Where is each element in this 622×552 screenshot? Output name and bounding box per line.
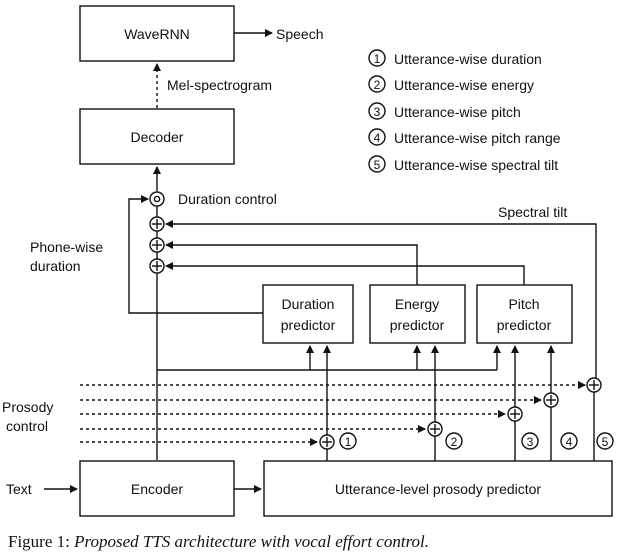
figure-caption: Figure 1: Proposed TTS architecture with… [8, 531, 618, 552]
legend-item-1: 1 Utterance-wise duration [368, 49, 542, 67]
duration-multiply-operator [149, 191, 165, 207]
circled-number-5: 5 [596, 432, 614, 450]
svg-text:Utterance-wise pitch: Utterance-wise pitch [394, 104, 521, 120]
svg-text:2: 2 [374, 78, 381, 92]
svg-text:5: 5 [602, 435, 609, 449]
energy-predictor-label-2: predictor [390, 317, 445, 333]
decoder-block: Decoder [79, 108, 235, 165]
spectral-tilt-label: Spectral tilt [498, 204, 567, 220]
svg-text:1: 1 [374, 52, 381, 66]
svg-text:Utterance-wise duration: Utterance-wise duration [394, 51, 542, 67]
decoder-label: Decoder [131, 129, 184, 145]
energy-feedback-path [165, 241, 418, 285]
pitch-predictor-label-1: Pitch [508, 296, 539, 312]
utterance-predictor-block: Utterance-level prosody predictor [263, 460, 613, 517]
energy-add-operator [149, 237, 165, 253]
duration-predictor-label-1: Duration [282, 296, 335, 312]
caption-prefix: Figure 1: [8, 532, 75, 551]
utterance-spectral-tilt-add-operator [586, 377, 602, 393]
circled-number-1: 1 [339, 432, 357, 450]
svg-text:2: 2 [451, 435, 458, 449]
prosody-control-label-1: Prosody [2, 399, 53, 415]
encoder-block: Encoder [79, 460, 235, 517]
mel-label: Mel-spectrogram [167, 77, 272, 93]
utterance-energy-add-operator [427, 421, 443, 437]
text-input-label: Text [6, 481, 32, 497]
utterance-pitch-add-operator [507, 406, 523, 422]
phone-wise-duration-path [128, 195, 263, 314]
phone-wise-label-1: Phone-wise [30, 239, 103, 255]
caption-text: Proposed TTS architecture with vocal eff… [74, 532, 430, 551]
legend-item-3: 3 Utterance-wise pitch [368, 102, 521, 120]
svg-text:Utterance-wise pitch range: Utterance-wise pitch range [394, 130, 561, 146]
duration-predictor-label-2: predictor [281, 317, 336, 333]
legend-item-4: 4 Utterance-wise pitch range [368, 128, 561, 146]
legend-item-5: 5 Utterance-wise spectral tilt [368, 155, 558, 173]
speech-label: Speech [276, 26, 323, 42]
svg-text:Utterance-wise spectral tilt: Utterance-wise spectral tilt [394, 157, 558, 173]
wavernn-block: WaveRNN [79, 5, 235, 62]
svg-text:4: 4 [374, 131, 381, 145]
utterance-duration-add-operator [319, 434, 335, 450]
prosody-control-label-2: control [6, 418, 48, 434]
pitch-feedback-path [165, 262, 525, 285]
legend-item-2: 2 Utterance-wise energy [368, 75, 534, 93]
legend: 1 Utterance-wise duration 2 Utterance-wi… [368, 49, 561, 173]
pitch-add-operator [149, 258, 165, 274]
duration-predictor-block: Duration predictor [262, 284, 354, 344]
phone-wise-label-2: duration [30, 258, 81, 274]
svg-text:4: 4 [566, 435, 573, 449]
spectral-tilt-path [165, 220, 597, 380]
duration-control-label: Duration control [178, 191, 277, 207]
svg-text:1: 1 [345, 435, 352, 449]
circled-number-2: 2 [445, 432, 463, 450]
architecture-diagram: WaveRNN Decoder Duration predictor Energ… [2, 5, 614, 517]
utterance-pitch-range-add-operator [543, 392, 559, 408]
wavernn-label: WaveRNN [124, 26, 190, 42]
energy-predictor-label-1: Energy [395, 296, 439, 312]
svg-text:3: 3 [527, 435, 534, 449]
circled-number-4: 4 [560, 432, 578, 450]
encoder-label: Encoder [131, 481, 183, 497]
pitch-predictor-label-2: predictor [497, 317, 552, 333]
svg-text:3: 3 [374, 105, 381, 119]
circled-number-3: 3 [521, 432, 539, 450]
svg-text:5: 5 [374, 158, 381, 172]
energy-predictor-block: Energy predictor [369, 284, 466, 344]
svg-text:Utterance-wise energy: Utterance-wise energy [394, 77, 534, 93]
utterance-predictor-label: Utterance-level prosody predictor [335, 481, 542, 497]
pitch-predictor-block: Pitch predictor [476, 284, 573, 344]
spectral-tilt-add-operator [149, 216, 165, 232]
